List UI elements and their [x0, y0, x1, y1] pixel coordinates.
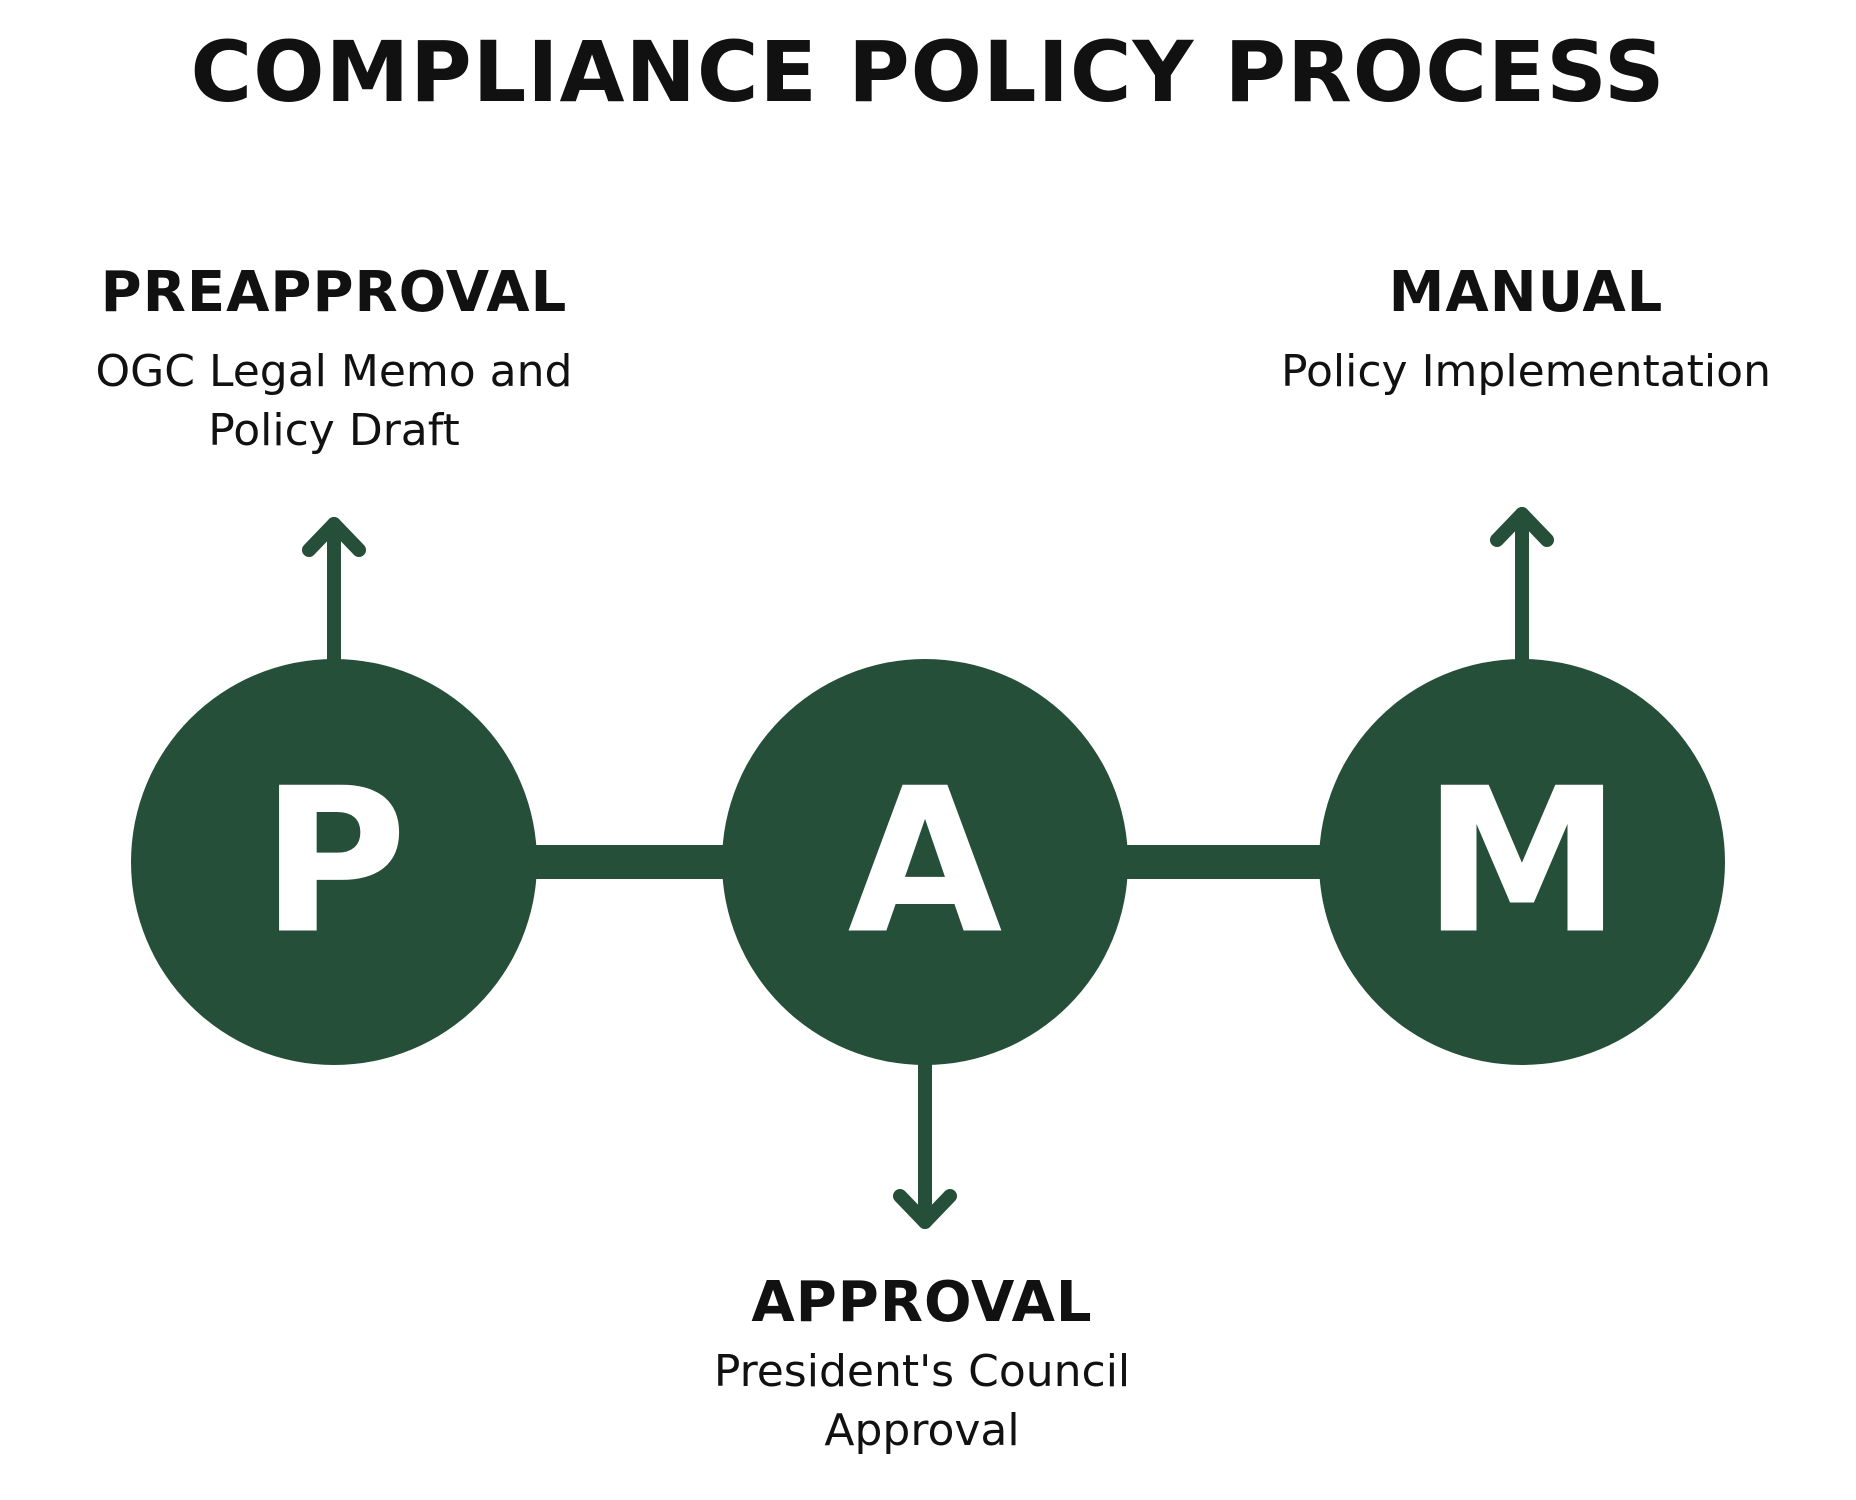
step-label-approval: APPROVAL President's Council Approval	[572, 1272, 1272, 1460]
node-a: A	[722, 659, 1128, 1065]
node-m: M	[1319, 659, 1725, 1065]
arrow-up-icon	[302, 517, 366, 669]
arrow-up-icon	[1490, 507, 1554, 669]
step-heading: MANUAL	[1388, 260, 1664, 325]
step-label-manual: MANUAL Policy Implementation	[1176, 262, 1856, 401]
step-heading: APPROVAL	[751, 1270, 1093, 1335]
step-description: OGC Legal Memo and Policy Draft	[95, 345, 573, 456]
step-heading: PREAPPROVAL	[100, 260, 568, 325]
step-description: Policy Implementation	[1281, 345, 1771, 397]
node-letter: M	[1422, 746, 1621, 979]
node-letter: P	[261, 746, 408, 979]
node-p: P	[131, 659, 537, 1065]
page-title: COMPLIANCE POLICY PROCESS	[190, 23, 1666, 121]
node-letter: A	[848, 746, 1003, 979]
arrow-down-icon	[893, 1055, 957, 1229]
step-label-preapproval: PREAPPROVAL OGC Legal Memo and Policy Dr…	[0, 262, 684, 460]
step-description: President's Council Approval	[713, 1345, 1131, 1456]
